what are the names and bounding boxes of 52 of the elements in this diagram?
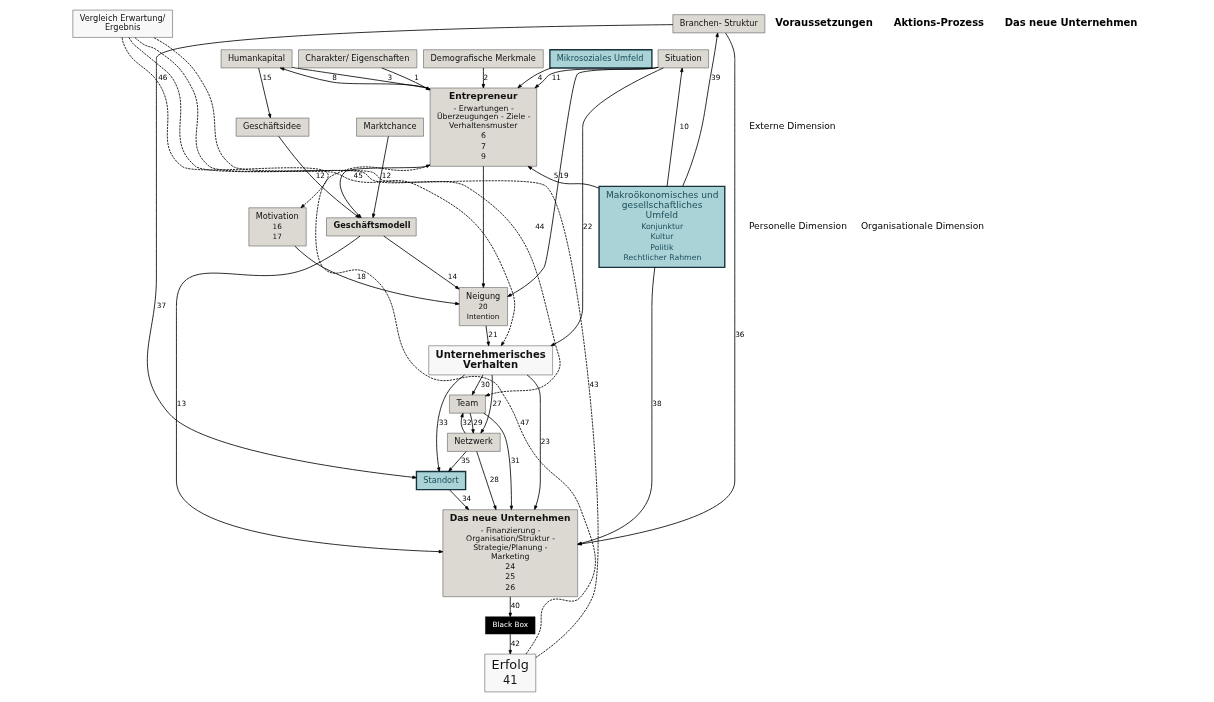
node-box: Unternehmerisches Verhalten — [427, 345, 553, 376]
node-box: Demografische Merkmale — [422, 49, 544, 69]
node-box: Branchen- Struktur — [672, 14, 765, 34]
arrow — [146, 24, 673, 479]
node-box: Standort — [415, 470, 466, 491]
arrow — [448, 489, 469, 511]
arrow — [485, 325, 490, 347]
arrow — [293, 245, 460, 306]
arrow — [121, 37, 329, 209]
arrow — [479, 374, 493, 434]
arrow — [459, 412, 466, 434]
arrow — [371, 135, 389, 219]
arrow — [175, 235, 443, 554]
arrow — [508, 596, 512, 618]
arrow — [134, 37, 560, 397]
node-box: Geschäftsidee — [235, 117, 309, 137]
arrow — [314, 164, 596, 655]
label: Voraussetzungen — [774, 16, 873, 28]
connector — [152, 37, 598, 658]
arrow — [481, 67, 485, 89]
arrow — [475, 451, 496, 511]
label: Aktions-Prozess — [893, 16, 984, 28]
node-box: Mikrosoziales Umfeld — [548, 49, 653, 69]
node-box: Marktchance — [355, 117, 424, 137]
arrow — [527, 165, 599, 189]
arrow — [435, 374, 465, 472]
arrow — [526, 374, 541, 510]
arrow — [516, 67, 552, 89]
node-box: Situation — [657, 49, 709, 69]
arrow — [471, 374, 483, 396]
label: Externe Dimension — [748, 121, 836, 132]
arrow — [481, 165, 485, 288]
node-box: Erfolg 41 — [484, 653, 536, 693]
node-box: Team — [448, 394, 486, 414]
arrow — [382, 235, 460, 290]
arrow — [550, 67, 664, 347]
node-box: Netzwerk — [446, 432, 501, 452]
arrow — [447, 451, 467, 472]
node-box: Geschäftsmodell — [325, 217, 416, 237]
label: Das neue Unternehmen — [1004, 16, 1137, 28]
arrow — [257, 67, 271, 119]
arrow — [508, 633, 512, 655]
arrow — [482, 412, 513, 511]
node-box: Charakter/ Eigenschaften — [297, 49, 417, 69]
arrow — [506, 66, 658, 297]
label: Personelle Dimension — [748, 221, 847, 232]
arrow — [128, 37, 515, 347]
arrow — [681, 32, 719, 187]
arrow — [666, 67, 683, 187]
label: Organisationale Dimension — [860, 221, 984, 232]
arrow — [469, 412, 475, 434]
node-box: Vergleich Erwartung/ Ergebnis — [72, 9, 173, 38]
